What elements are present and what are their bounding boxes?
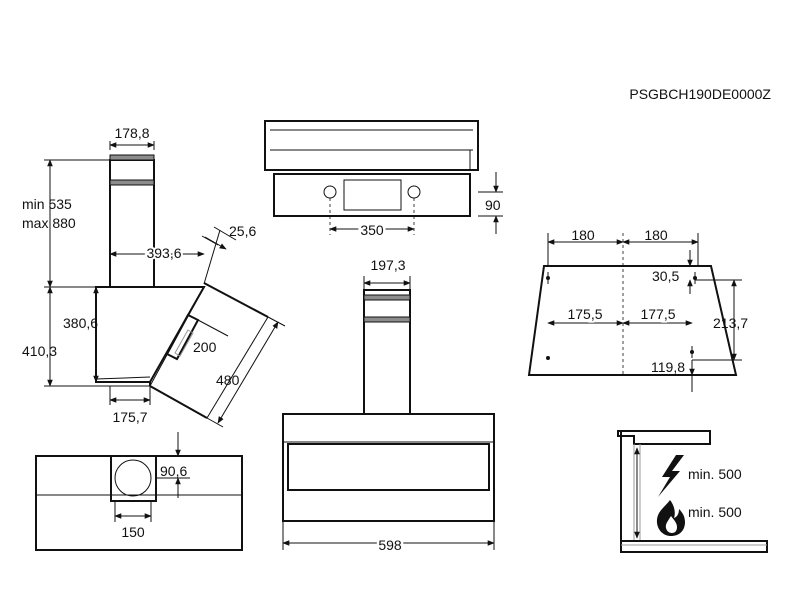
model-code: PSGBCH190DE0000Z <box>629 86 771 102</box>
wall-bottom-offset-label: 119,8 <box>651 359 685 375</box>
top-hole-left <box>323 185 337 199</box>
bottom-outlet-offset-label: 90,6 <box>160 463 187 479</box>
side-total-height-label: 410,3 <box>22 343 57 359</box>
front-hood-body <box>282 413 495 522</box>
side-panel-depth-label: 200 <box>193 339 217 355</box>
side-chimney-max-label: max 880 <box>22 215 76 231</box>
side-panel <box>165 313 200 361</box>
clearance-electric-label: min. 500 <box>688 466 742 482</box>
bottom-outlet <box>114 459 152 497</box>
front-view: 197,3 598 <box>282 257 495 556</box>
side-chimney-min-label: min 535 <box>22 196 72 212</box>
front-top-view: 350 90 <box>264 120 503 241</box>
top-display <box>343 179 402 211</box>
side-glass-thickness-label: 25,6 <box>229 223 256 239</box>
front-chimney <box>363 289 411 415</box>
bottom-outlet-box <box>110 455 157 502</box>
top-hole-right <box>407 185 421 199</box>
top-panel-box <box>273 173 471 217</box>
wall-lower-right-label: 177,5 <box>640 306 675 322</box>
wall-vertical-spacing-label: 213,7 <box>713 315 748 331</box>
side-hood-body <box>95 286 206 383</box>
clearance-view: min. 500 min. 500 <box>617 430 768 553</box>
wall-hole-offset-label: 30,5 <box>652 268 679 284</box>
wall-left-half-label: 180 <box>571 227 595 243</box>
lightning-icon <box>658 455 684 497</box>
bottom-outlet-diameter-label: 150 <box>121 524 145 540</box>
top-hood-outline <box>264 120 479 171</box>
front-chimney-width-label: 197,3 <box>370 257 405 273</box>
side-glass-length-label: 480 <box>216 372 240 388</box>
bottom-view: 90,6 150 <box>35 432 243 551</box>
side-chimney-width-label: 178,8 <box>114 125 149 141</box>
side-hood-depth-label: 393,6 <box>146 245 181 261</box>
wall-lower-left-label: 175,5 <box>567 306 602 322</box>
front-total-width-label: 598 <box>378 537 402 553</box>
clearance-gas-label: min. 500 <box>688 504 742 520</box>
side-view: 178,8 min 535 max 880 393,6 25,6 380,6 4… <box>22 125 286 428</box>
clearance-hob <box>620 540 768 553</box>
wall-mount-view: 180 180 30,5 175,5 177,5 213,7 119,8 <box>527 227 748 392</box>
wall-right-half-label: 180 <box>644 227 668 243</box>
side-body-height-label: 380,6 <box>63 315 98 331</box>
front-panel <box>287 443 490 491</box>
side-bottom-depth-label: 175,7 <box>112 409 147 425</box>
top-depth-label: 90 <box>485 197 501 213</box>
wall-mount-plate <box>527 265 738 376</box>
clearance-hood <box>617 430 711 445</box>
side-chimney <box>109 159 155 288</box>
wall-hole-bottom-left <box>546 356 550 360</box>
top-spacing-label: 350 <box>360 222 384 238</box>
